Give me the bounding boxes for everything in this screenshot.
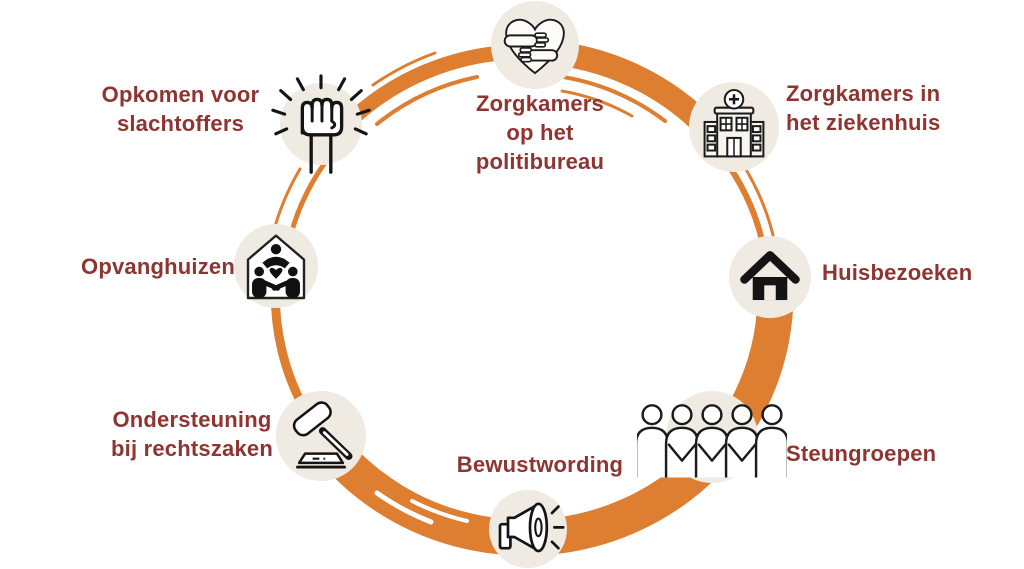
shelter-house-icon [246, 234, 306, 300]
burst-rays [271, 74, 371, 136]
icon-circle-ondersteuning-rechtszaken [276, 391, 366, 481]
label-bewustwording: Bewustwording [456, 452, 624, 477]
hugging-heart-icon [503, 18, 565, 75]
support-group-icon [637, 404, 787, 478]
icon-circle-steungroepen [637, 391, 787, 483]
label-opkomen-slachtoffers: Opkomen voor slachtoffers [101, 82, 260, 136]
raised-fist-icon [271, 74, 371, 174]
label-huisbezoeken: Huisbezoeken [822, 260, 973, 285]
label-steungroepen: Steungroepen [786, 441, 937, 466]
icon-circle-bewustwording [489, 490, 567, 568]
label-zorgkamers-ziekenhuis: Zorgkamers in het ziekenhuis [786, 81, 941, 135]
label-opvanghuizen: Opvanghuizen [81, 254, 235, 279]
icon-circle-zorgkamers-politibureau [491, 1, 579, 89]
megaphone-icon [498, 502, 565, 553]
icon-circle-huisbezoeken [729, 236, 811, 318]
label-zorgkamers-politibureau: Zorgkamers op het politibureau [475, 91, 605, 174]
icon-circle-opvanghuizen [234, 224, 318, 308]
hospital-icon [703, 89, 765, 158]
house-icon [740, 251, 800, 301]
icon-circle-zorgkamers-ziekenhuis [689, 82, 779, 172]
icon-circle-opkomen-slachtoffers [271, 74, 371, 174]
label-ondersteuning-rechtszaken: Ondersteuning bij rechtszaken [111, 407, 273, 461]
gavel-icon [292, 401, 353, 469]
